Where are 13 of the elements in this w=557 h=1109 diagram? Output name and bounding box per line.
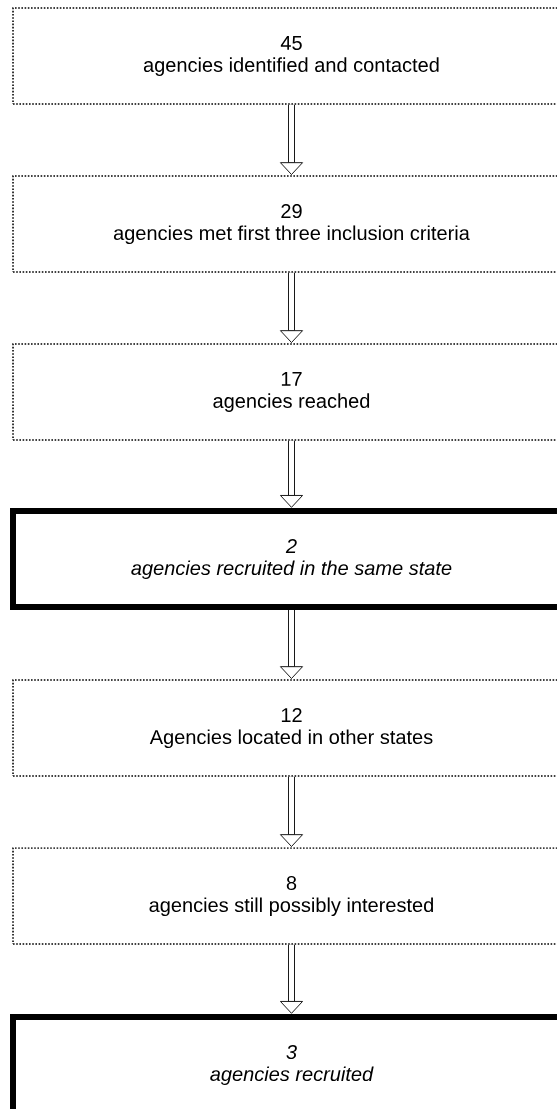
- step-box: 8 agencies still possibly interested: [12, 847, 557, 945]
- highlighted-step-box: 2 agencies recruited in the same state: [10, 508, 557, 610]
- block-arrow: [280, 944, 303, 1014]
- step-box: 45 agencies identified and contacted: [12, 7, 557, 105]
- step-box: 12 Agencies located in other states: [12, 679, 557, 777]
- step-box: 17 agencies reached: [12, 343, 557, 441]
- step-box: 29 agencies met first three inclusion criteria: [12, 175, 557, 273]
- block-arrow: [280, 610, 303, 679]
- block-arrow: [280, 272, 303, 343]
- block-arrow: [280, 440, 303, 508]
- block-arrow: [280, 776, 303, 847]
- block-arrow: [280, 104, 303, 175]
- highlighted-step-box: 3 agencies recruited: [10, 1014, 557, 1109]
